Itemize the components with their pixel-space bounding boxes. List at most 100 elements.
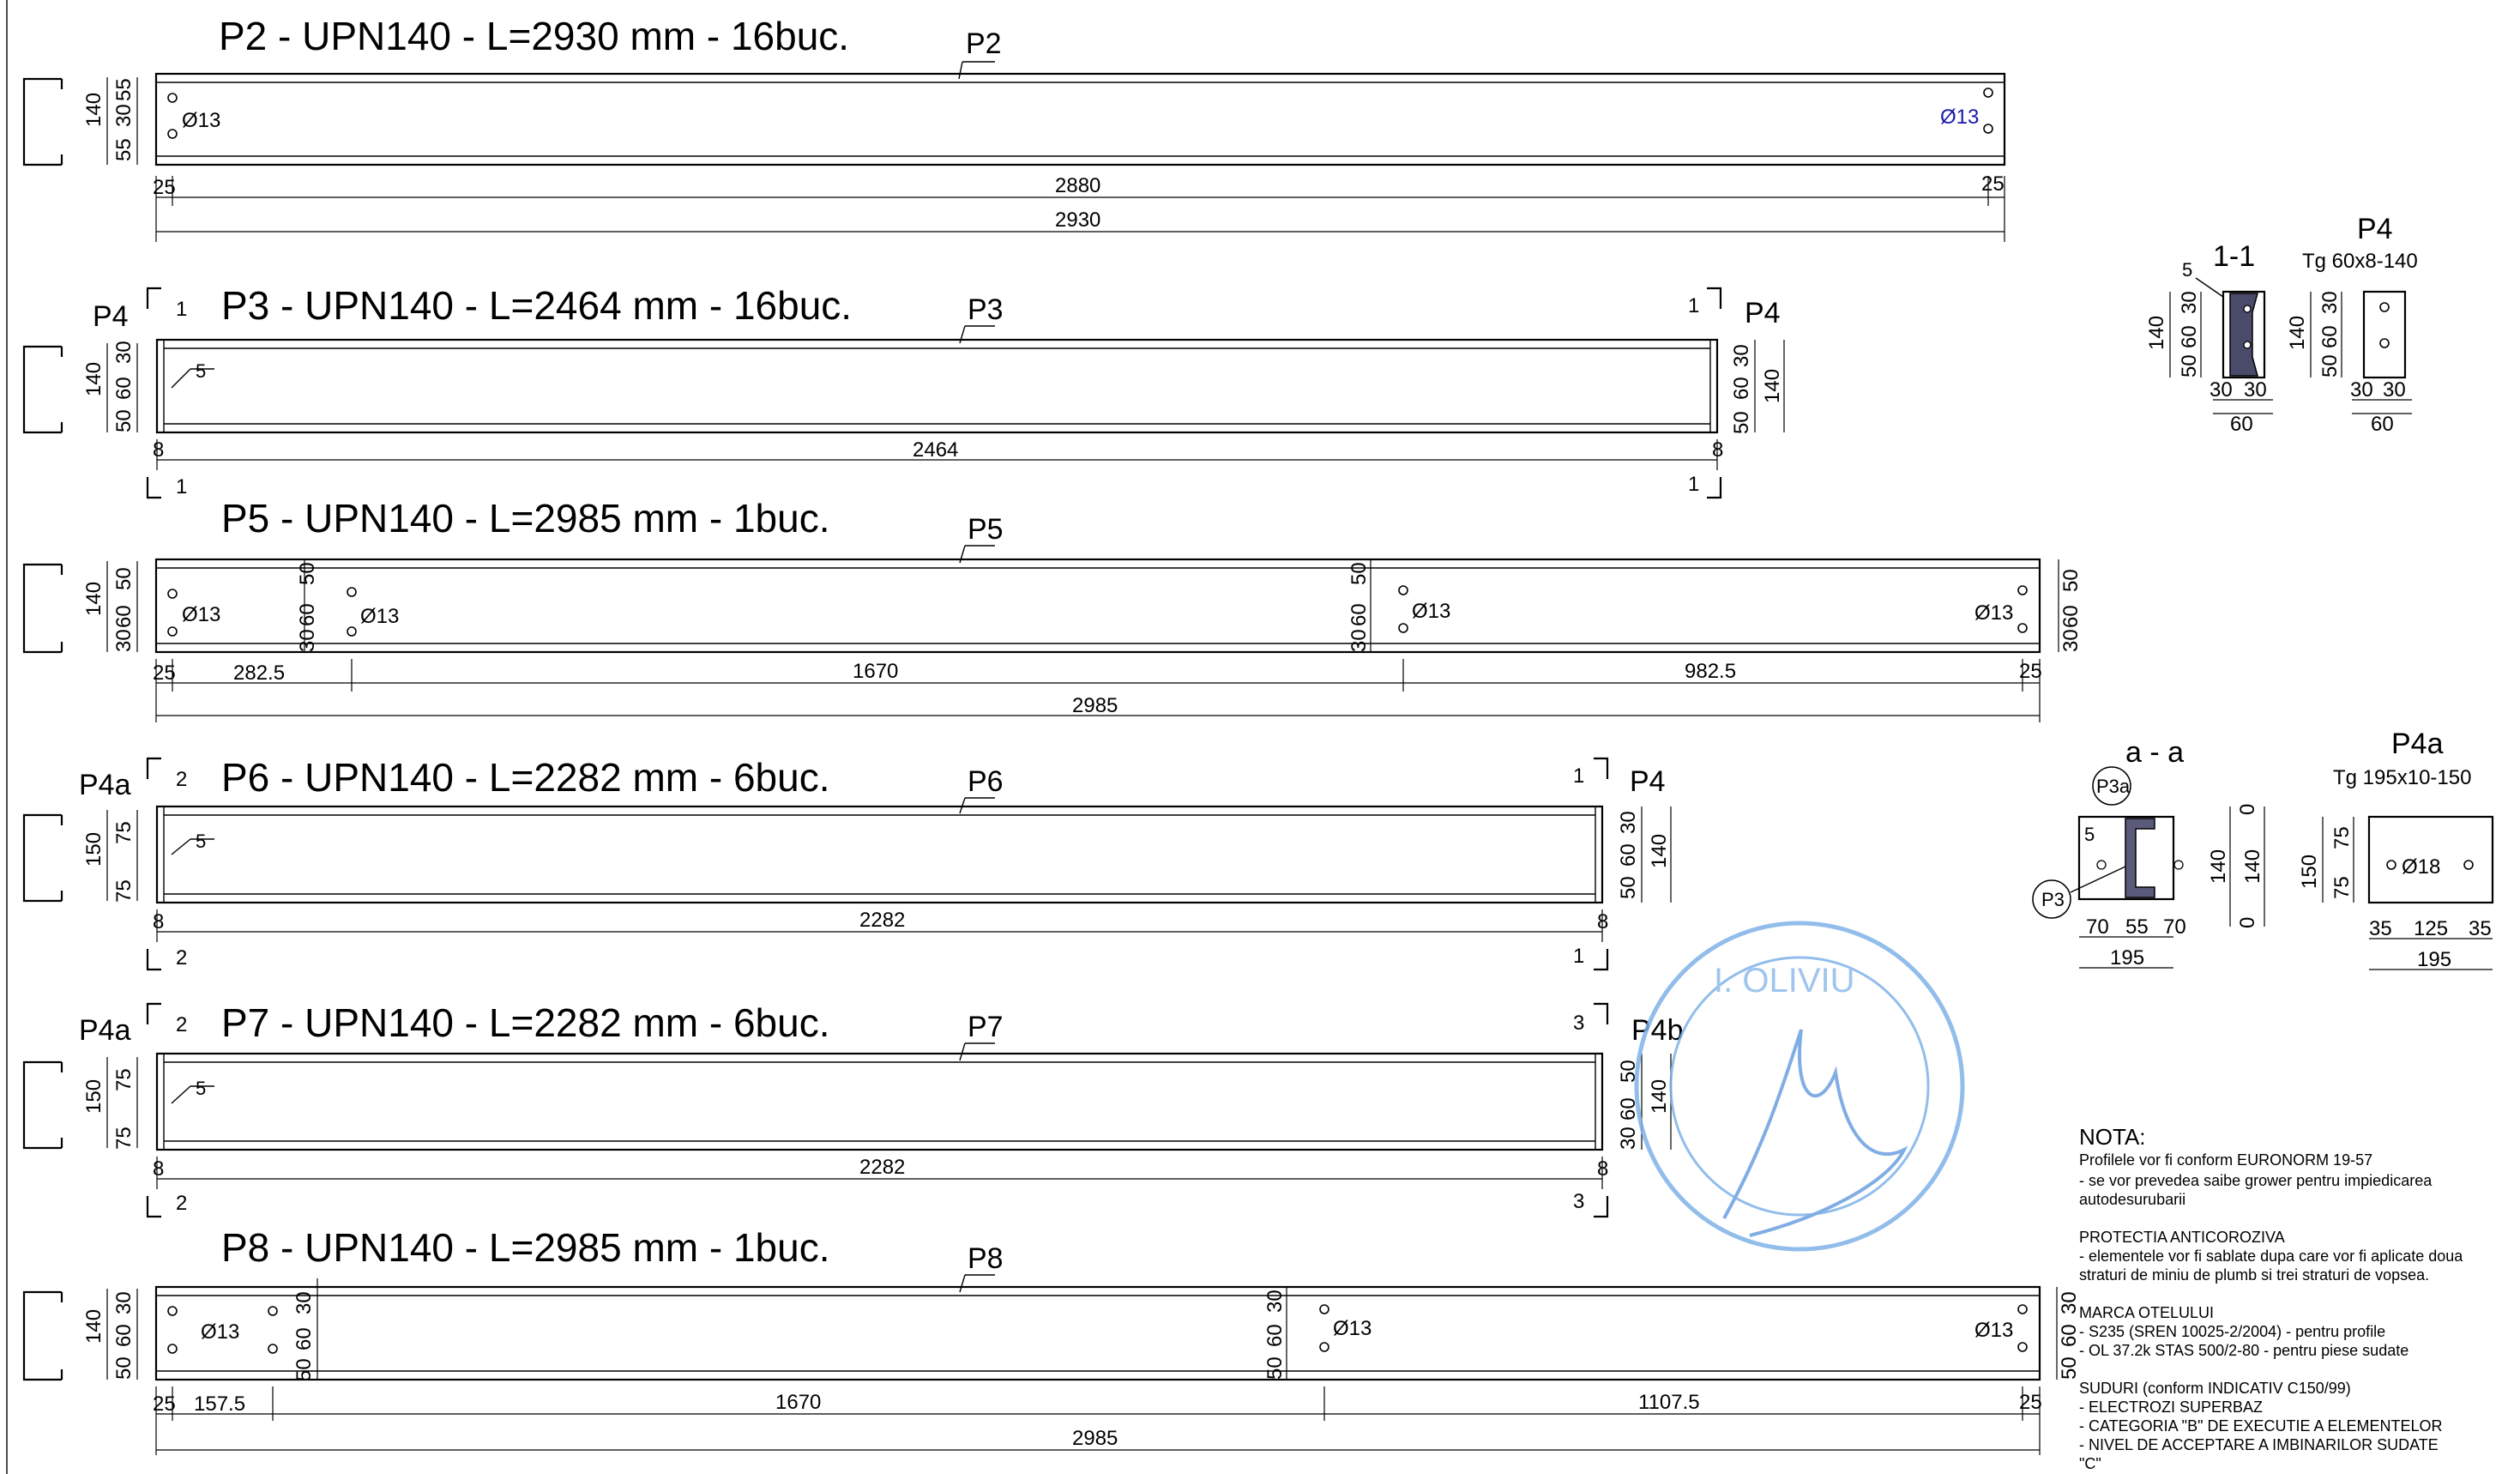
hole-label: Ø13: [1974, 601, 2013, 625]
note-line: - se vor prevedea saibe grower pentru im…: [2079, 1172, 2433, 1189]
callout-label: P3a: [2096, 776, 2131, 797]
right-dim: 50: [1617, 876, 1640, 899]
beam-mark: P5: [968, 513, 1004, 546]
right-dim: 30: [1730, 344, 1753, 367]
cut-marker: [1594, 757, 1609, 971]
cut-label: 1: [176, 475, 187, 498]
section-dim: 50: [112, 409, 136, 432]
cut-label: 2: [176, 1013, 187, 1036]
right-dim: 60: [1730, 377, 1753, 400]
beam-p8: P8 - UPN140 - L=2985 mm - 1buc. P8 140 5…: [22, 1225, 2081, 1455]
beam-elevation: [155, 338, 1719, 434]
cut-label: 1: [1688, 294, 1699, 317]
end-plate-elevation: [2367, 815, 2494, 904]
note-line: - S235 (SREN 10025-2/2004) - pentru prof…: [2079, 1323, 2385, 1340]
hole-label: Ø13: [1333, 1317, 1372, 1340]
inner-dim: 30: [292, 1291, 316, 1314]
detail-hdim: 125: [2414, 917, 2448, 940]
inner-dim: 30: [1263, 1290, 1287, 1313]
cut-marker: [146, 757, 161, 971]
right-dim: 30: [2058, 1291, 2081, 1314]
dim-value: 1670: [853, 660, 898, 683]
cut-label: 3: [1573, 1012, 1584, 1035]
right-height: 140: [1761, 369, 1784, 403]
detail-width: 60: [2371, 413, 2394, 436]
dim-value: 8: [1712, 438, 1723, 462]
dim-value: 25: [2019, 1391, 2042, 1414]
section-dim: 30: [112, 629, 136, 652]
dim-value: 8: [153, 438, 164, 462]
end-plate-section: [2222, 290, 2266, 379]
section-height: 140: [82, 362, 106, 396]
section-height: 140: [82, 93, 106, 127]
dim-value: 25: [2019, 660, 2042, 683]
beam-title: P3 - UPN140 - L=2464 mm - 16buc.: [221, 283, 852, 328]
beam-mark: P8: [968, 1242, 1004, 1275]
right-height: 140: [1648, 834, 1671, 868]
end-plate-label: P4: [1630, 765, 1666, 798]
section-dim: 75: [112, 1127, 136, 1150]
detail-vdim: 0: [2236, 917, 2259, 928]
right-dim: 30: [2059, 629, 2083, 652]
upn-section-shape: [2125, 818, 2155, 898]
right-dim: 60: [2059, 605, 2083, 628]
detail-vdim: 30: [2178, 291, 2201, 314]
section-height: 150: [82, 1079, 106, 1114]
hole-label: Ø13: [1974, 1319, 2013, 1342]
hole-label: Ø13: [201, 1320, 239, 1344]
dim-value: 282.5: [233, 661, 285, 685]
inner-dim: 30: [296, 629, 319, 652]
beam-mark: P2: [966, 27, 1002, 60]
right-dim: 30: [1617, 1127, 1640, 1150]
dim-total: 2985: [1072, 1427, 1118, 1450]
beam-elevation: [154, 558, 2041, 654]
weld-size: 5: [2084, 824, 2095, 845]
detail-hdim: 30: [2244, 378, 2267, 402]
notes-block: NOTA: Profilele vor fi conform EURONORM …: [2079, 1124, 2463, 1472]
detail-vdim: 60: [2178, 325, 2201, 348]
cut-label: 1: [1573, 764, 1584, 788]
section-dim: 30: [112, 341, 136, 364]
right-dim: 60: [1617, 843, 1640, 867]
inner-dim: 50: [1263, 1356, 1287, 1380]
detail-vdim: 30: [2318, 291, 2342, 314]
note-line: "C": [2079, 1455, 2101, 1472]
section-dim: 60: [112, 377, 136, 400]
note-line: PROTECTIA ANTICOROZIVA: [2079, 1229, 2285, 1246]
detail-hdim: 55: [2125, 915, 2149, 939]
section-title: a - a: [2125, 736, 2184, 769]
note-line: - CATEGORIA "B" DE EXECUTIE A ELEMENTELO…: [2079, 1417, 2443, 1435]
weld-size: 5: [196, 360, 206, 382]
cut-label: 2: [176, 1192, 187, 1215]
inner-dim: 50: [292, 1358, 316, 1381]
note-line: MARCA OTELULUI: [2079, 1304, 2214, 1321]
detail-hdim: 30: [2383, 378, 2406, 402]
detail-vdim: 75: [2330, 876, 2354, 899]
detail-width: 195: [2417, 948, 2451, 971]
dim-total: 2985: [1072, 694, 1118, 717]
beam-p3: P3 - UPN140 - L=2464 mm - 16buc. P3 P4 P…: [22, 283, 1785, 499]
end-plate-label: P4b: [1631, 1014, 1684, 1047]
dim-value: 2282: [859, 909, 905, 932]
beam-p7: P7 - UPN140 - L=2282 mm - 6buc. P7 P4a P…: [22, 1000, 1684, 1218]
detail-vdim: 50: [2318, 354, 2342, 378]
section-height: 140: [82, 582, 106, 616]
detail-section-1-1: 1-1 5 140 50 60 30 30 30 60: [2145, 240, 2273, 436]
end-plate-label: P4: [1745, 297, 1781, 329]
weld-size: 5: [2182, 259, 2192, 281]
end-plate-label: P4a: [79, 1014, 131, 1047]
hole-label: Ø13: [1940, 106, 1979, 129]
dim-value: 157.5: [194, 1392, 245, 1416]
inner-dim: 50: [296, 562, 319, 585]
section-upn-icon: [22, 345, 63, 434]
hole-label: Ø13: [182, 603, 220, 626]
section-dim: 55: [112, 78, 136, 101]
section-dim: 30: [112, 1291, 136, 1314]
inner-dim: 60: [1347, 603, 1371, 626]
section-upn-icon: [22, 77, 63, 166]
detail-hdim: 70: [2163, 915, 2186, 939]
section-dim: 50: [112, 1356, 136, 1380]
section-dim: 60: [112, 605, 136, 628]
inner-dim: 60: [292, 1327, 316, 1350]
note-line: SUDURI (conform INDICATIV C150/99): [2079, 1380, 2351, 1397]
